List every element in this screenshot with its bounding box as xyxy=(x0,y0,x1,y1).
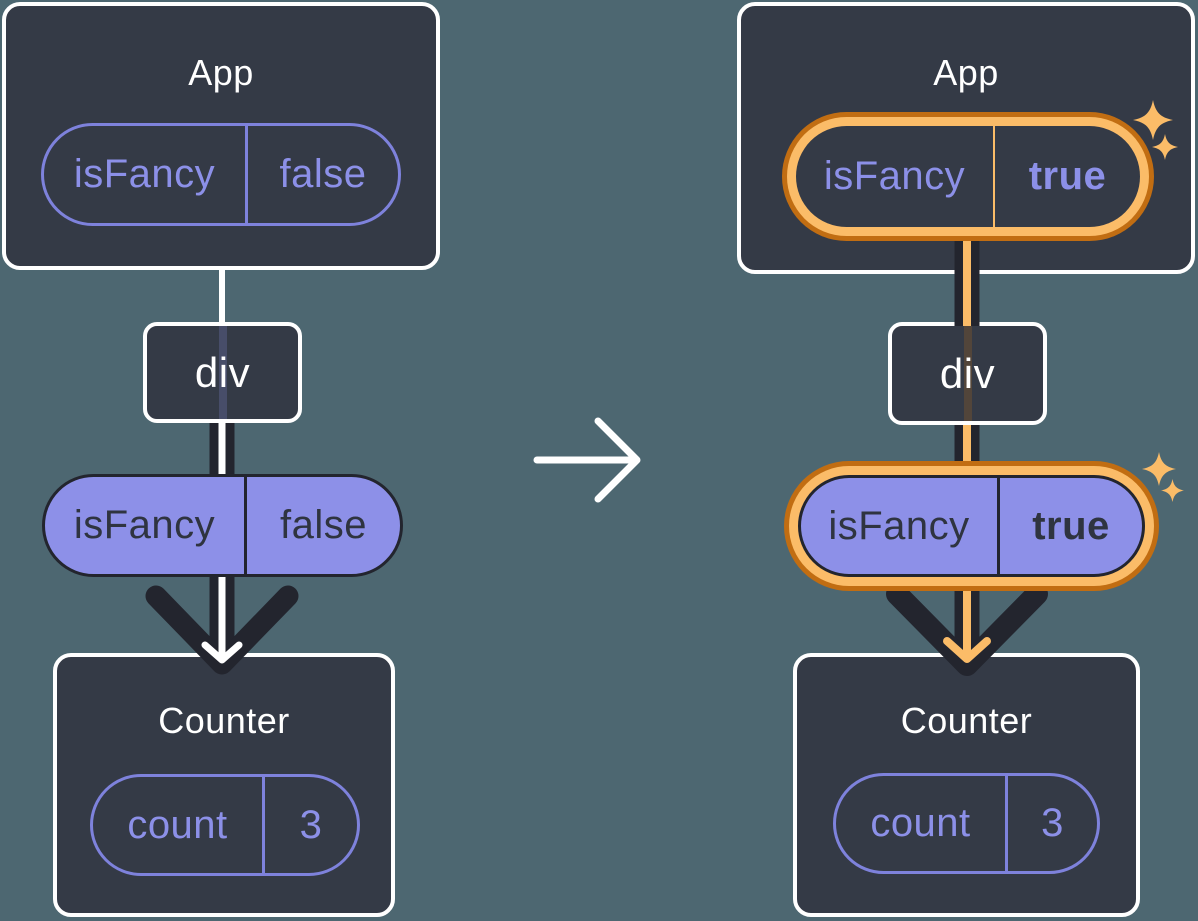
after-counter-title: Counter xyxy=(900,700,1033,741)
state-value: 3 xyxy=(1041,801,1064,845)
state-name: isFancy xyxy=(44,126,248,223)
state-name: count xyxy=(93,777,265,873)
prop-value: true xyxy=(1032,503,1110,548)
before-app-state-pill: isFancy false xyxy=(41,123,401,226)
prop-name: isFancy xyxy=(801,478,1000,574)
before-div-label: div xyxy=(194,348,251,396)
state-name: isFancy xyxy=(796,126,995,227)
prop-value: false xyxy=(280,503,367,547)
before-counter-title: Counter xyxy=(158,700,290,741)
after-app-state-pill: isFancy true xyxy=(796,126,1140,227)
state-value: true xyxy=(1028,154,1107,198)
transition-arrow-icon xyxy=(533,417,641,503)
sparkle-icon xyxy=(1161,479,1184,502)
prop-name: isFancy xyxy=(45,477,247,574)
before-prop-pill: isFancy false xyxy=(42,474,403,577)
pass-through-line xyxy=(963,326,972,421)
after-div-label: div xyxy=(939,349,996,397)
after-app-title: App xyxy=(933,52,999,93)
after-counter-state-pill: count 3 xyxy=(833,773,1100,874)
before-div-box: div xyxy=(143,322,302,423)
sparkle-icon xyxy=(1142,452,1176,486)
state-value: 3 xyxy=(299,802,323,847)
after-prop-pill: isFancy true xyxy=(798,475,1145,577)
after-div-box: div xyxy=(888,322,1047,425)
before-app-title: App xyxy=(188,52,254,93)
state-value: false xyxy=(279,152,367,196)
before-counter-state-pill: count 3 xyxy=(90,774,360,876)
pass-through-line xyxy=(218,326,227,419)
state-name: count xyxy=(836,776,1008,871)
